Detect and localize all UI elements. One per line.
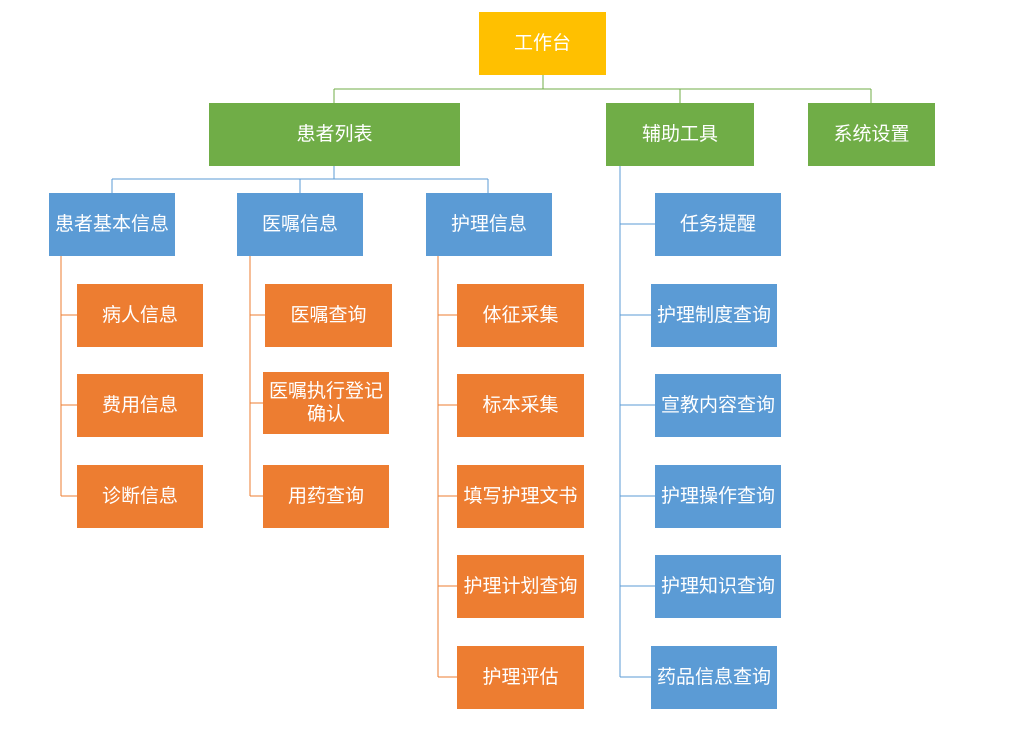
node-nursing-plan-query: 护理计划查询 bbox=[457, 555, 584, 618]
node-medication-query: 用药查询 bbox=[263, 465, 389, 528]
node-patient-list: 患者列表 bbox=[209, 103, 460, 166]
patient-list-connectors bbox=[111, 166, 489, 193]
orders-connectors bbox=[249, 256, 265, 497]
node-nursing-policy-query: 护理制度查询 bbox=[651, 284, 777, 347]
node-drug-info-query: 药品信息查询 bbox=[651, 646, 777, 709]
node-nursing-documents: 填写护理文书 bbox=[457, 465, 584, 528]
node-education-content-query: 宣教内容查询 bbox=[655, 374, 781, 437]
node-diagnosis-info: 诊断信息 bbox=[77, 465, 203, 528]
node-vital-signs-collection: 体征采集 bbox=[457, 284, 584, 347]
node-expense-info: 费用信息 bbox=[77, 374, 203, 437]
node-patient-details: 病人信息 bbox=[77, 284, 203, 347]
node-auxiliary-tools: 辅助工具 bbox=[606, 103, 754, 166]
node-nursing-knowledge-query: 护理知识查询 bbox=[655, 555, 781, 618]
root-connectors bbox=[333, 75, 872, 103]
node-task-reminder: 任务提醒 bbox=[655, 193, 781, 256]
tools-connectors bbox=[619, 166, 655, 678]
node-patient-basic-info: 患者基本信息 bbox=[49, 193, 175, 256]
node-nursing-operation-query: 护理操作查询 bbox=[655, 465, 781, 528]
node-nursing-assessment: 护理评估 bbox=[457, 646, 584, 709]
node-order-query: 医嘱查询 bbox=[265, 284, 392, 347]
nursing-connectors bbox=[437, 256, 457, 678]
node-system-settings: 系统设置 bbox=[808, 103, 935, 166]
node-nursing-info: 护理信息 bbox=[426, 193, 552, 256]
node-specimen-collection: 标本采集 bbox=[457, 374, 584, 437]
root-node-workbench: 工作台 bbox=[479, 12, 606, 75]
node-medical-orders-info: 医嘱信息 bbox=[237, 193, 363, 256]
basic-info-connectors bbox=[60, 256, 77, 497]
node-order-execution-confirm: 医嘱执行登记确认 bbox=[263, 372, 389, 434]
